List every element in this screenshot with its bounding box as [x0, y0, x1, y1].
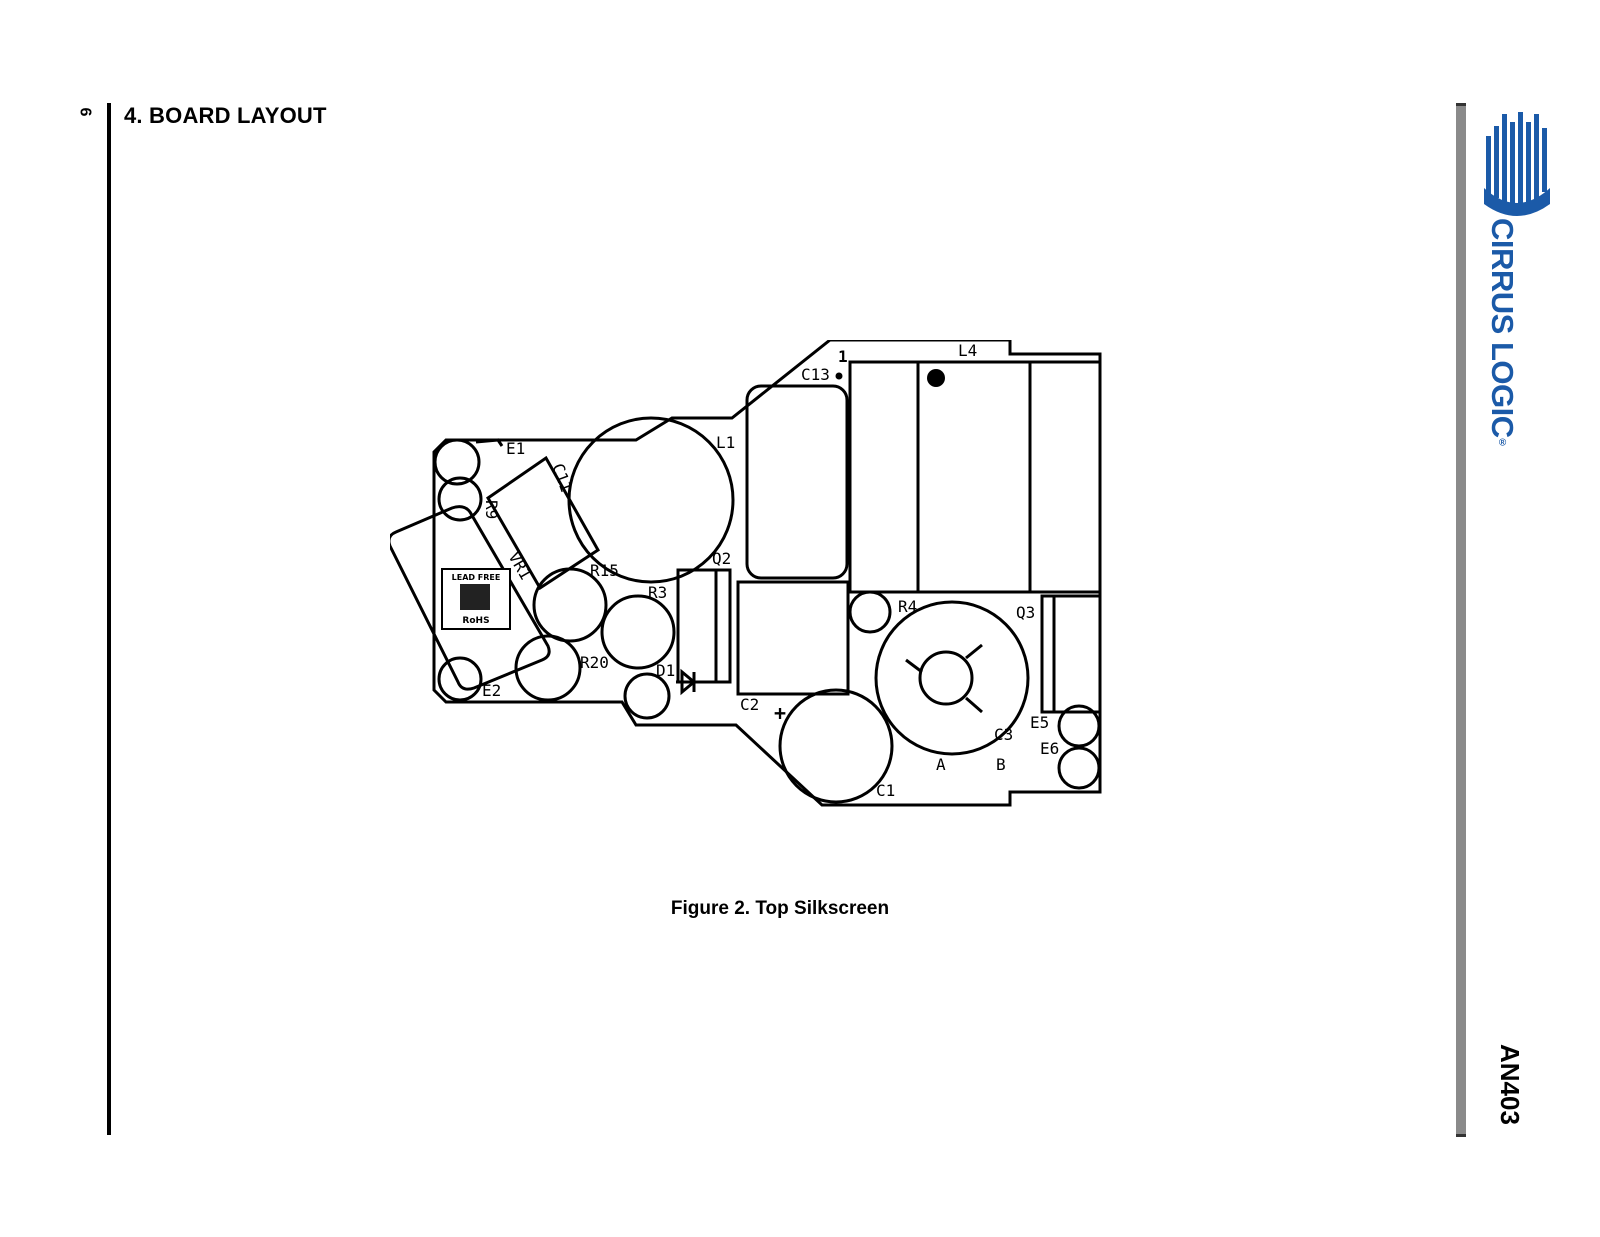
document-id: AN403: [1495, 1044, 1525, 1125]
l4-outline: [848, 360, 1102, 594]
l4-pin1-dot: [927, 369, 945, 387]
label-d1: D1: [656, 661, 675, 680]
left-margin-rule: [107, 103, 111, 1135]
label-c13: C13: [801, 365, 830, 384]
label-b: B: [996, 755, 1006, 774]
label-r20: R20: [580, 653, 609, 672]
label-c3: C3: [994, 725, 1013, 744]
r9-pad: [437, 476, 483, 522]
label-l1: L1: [716, 433, 735, 452]
d1-outline: [623, 672, 671, 720]
label-r15: R15: [590, 561, 619, 580]
vr1-outline: [390, 505, 551, 691]
label-c2: C2: [740, 695, 759, 714]
q3-outline: [1040, 594, 1102, 714]
label-c11: C11: [548, 461, 576, 495]
label-e6: E6: [1040, 739, 1059, 758]
badge-lead-free: LEAD FREE: [452, 573, 501, 582]
c13-pin-dot: [835, 372, 843, 380]
badge-rohs: RoHS: [462, 616, 489, 626]
r4-outline: [848, 590, 892, 634]
page-number: 6: [76, 107, 94, 117]
top-silkscreen-figure: LEAD FREE RoHS E1 E2 C11 R9 VR1 L1 C13 1…: [390, 340, 1102, 807]
lead-free-rohs-badge: LEAD FREE RoHS: [441, 568, 511, 630]
logo-wordmark: CIRRUS LOGIC: [1485, 218, 1520, 438]
c11-outline: [486, 455, 600, 591]
c13-outline: [745, 384, 849, 580]
label-e2: E2: [482, 681, 501, 700]
c2-outline: [736, 580, 850, 696]
label-e1: E1: [506, 439, 525, 458]
l1-outline: [567, 416, 735, 584]
r15-outline: [532, 567, 608, 643]
board-outline: [432, 340, 1102, 807]
label-l4: L4: [958, 341, 977, 360]
r3-outline: [600, 594, 676, 670]
logo-registered-mark: ®: [1497, 437, 1508, 449]
label-q2: Q2: [712, 549, 731, 568]
figure-caption: Figure 2. Top Silkscreen: [670, 898, 890, 919]
label-r9: R9: [482, 500, 501, 519]
right-margin-bar: [1456, 103, 1466, 1137]
c3-outline: [874, 600, 1030, 756]
label-a: A: [936, 755, 946, 774]
label-r3: R3: [648, 583, 667, 602]
label-r4: R4: [898, 597, 917, 616]
e1-pad: [433, 438, 481, 486]
label-c1-polarity: +: [774, 701, 786, 725]
cirrus-logo-text: CIRRUS LOGIC®: [1484, 218, 1520, 448]
c1-outline: [778, 688, 894, 804]
label-q3: Q3: [1016, 603, 1035, 622]
label-pin1: 1: [838, 347, 848, 366]
cirrus-logo-mark: [1484, 112, 1550, 216]
section-heading: 4. BOARD LAYOUT: [124, 103, 327, 128]
e6-pad: [1057, 746, 1101, 790]
e2-pad: [437, 656, 483, 702]
label-e5: E5: [1030, 713, 1049, 732]
label-c1: C1: [876, 781, 895, 800]
e5-pad: [1057, 704, 1101, 748]
q2-outline: [676, 568, 732, 684]
r20-outline: [514, 634, 582, 702]
